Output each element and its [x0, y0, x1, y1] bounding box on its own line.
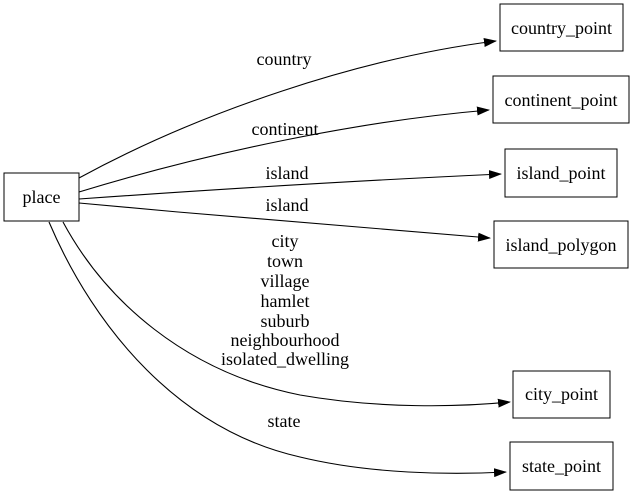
edge-label-village-line: village [261, 271, 310, 291]
node-city-point-label: city_point [525, 384, 598, 404]
node-city-point-box [512, 370, 611, 419]
node-country-point-label: country_point [511, 18, 612, 38]
node-country-point-box [499, 3, 624, 52]
edge-label-island-point: island [266, 163, 309, 183]
node-group: place country_point continent_point isla… [3, 3, 630, 491]
edge-label-town-line: town [267, 251, 303, 271]
edge-label-city-multiline: city town village hamlet suburb neighbou… [221, 231, 349, 369]
node-island-polygon-box [493, 220, 629, 269]
edge-place-country-point [78, 38, 497, 179]
edge-place-city-point [62, 221, 511, 408]
edge-place-island-polygon [78, 202, 491, 242]
edge-label-neighbourhood-line: neighbourhood [231, 330, 340, 350]
node-island-point-box [504, 148, 618, 198]
edge-group [48, 38, 511, 478]
node-place-box [3, 172, 80, 222]
node-island-point: island_point [504, 148, 618, 198]
node-island-point-label: island_point [517, 163, 606, 183]
node-continent-point-label: continent_point [505, 90, 618, 110]
edge-label-hamlet-line: hamlet [261, 291, 310, 311]
edge-label-state: state [268, 411, 301, 431]
node-continent-point-box [492, 75, 630, 124]
edge-label-city-line: city [272, 231, 299, 251]
node-state-point-box [509, 441, 614, 491]
edge-label-island-polygon: island [266, 195, 309, 215]
node-place: place [3, 172, 80, 222]
edge-label-country: country [257, 49, 312, 69]
node-country-point: country_point [499, 3, 624, 52]
edge-place-continent-point [78, 106, 490, 193]
edge-place-island-point [78, 170, 502, 200]
edge-place-state-point [48, 221, 507, 478]
node-city-point: city_point [512, 370, 611, 419]
node-state-point: state_point [509, 441, 614, 491]
edge-label-isolated-dwelling-line: isolated_dwelling [221, 349, 349, 369]
edge-label-suburb-line: suburb [261, 311, 310, 331]
node-place-label: place [23, 187, 61, 207]
node-continent-point: continent_point [492, 75, 630, 124]
edge-label-group: country continent island island city tow… [221, 49, 349, 431]
node-state-point-label: state_point [522, 456, 601, 476]
node-island-polygon: island_polygon [493, 220, 629, 269]
node-island-polygon-label: island_polygon [506, 235, 617, 255]
edge-label-continent: continent [252, 119, 319, 139]
